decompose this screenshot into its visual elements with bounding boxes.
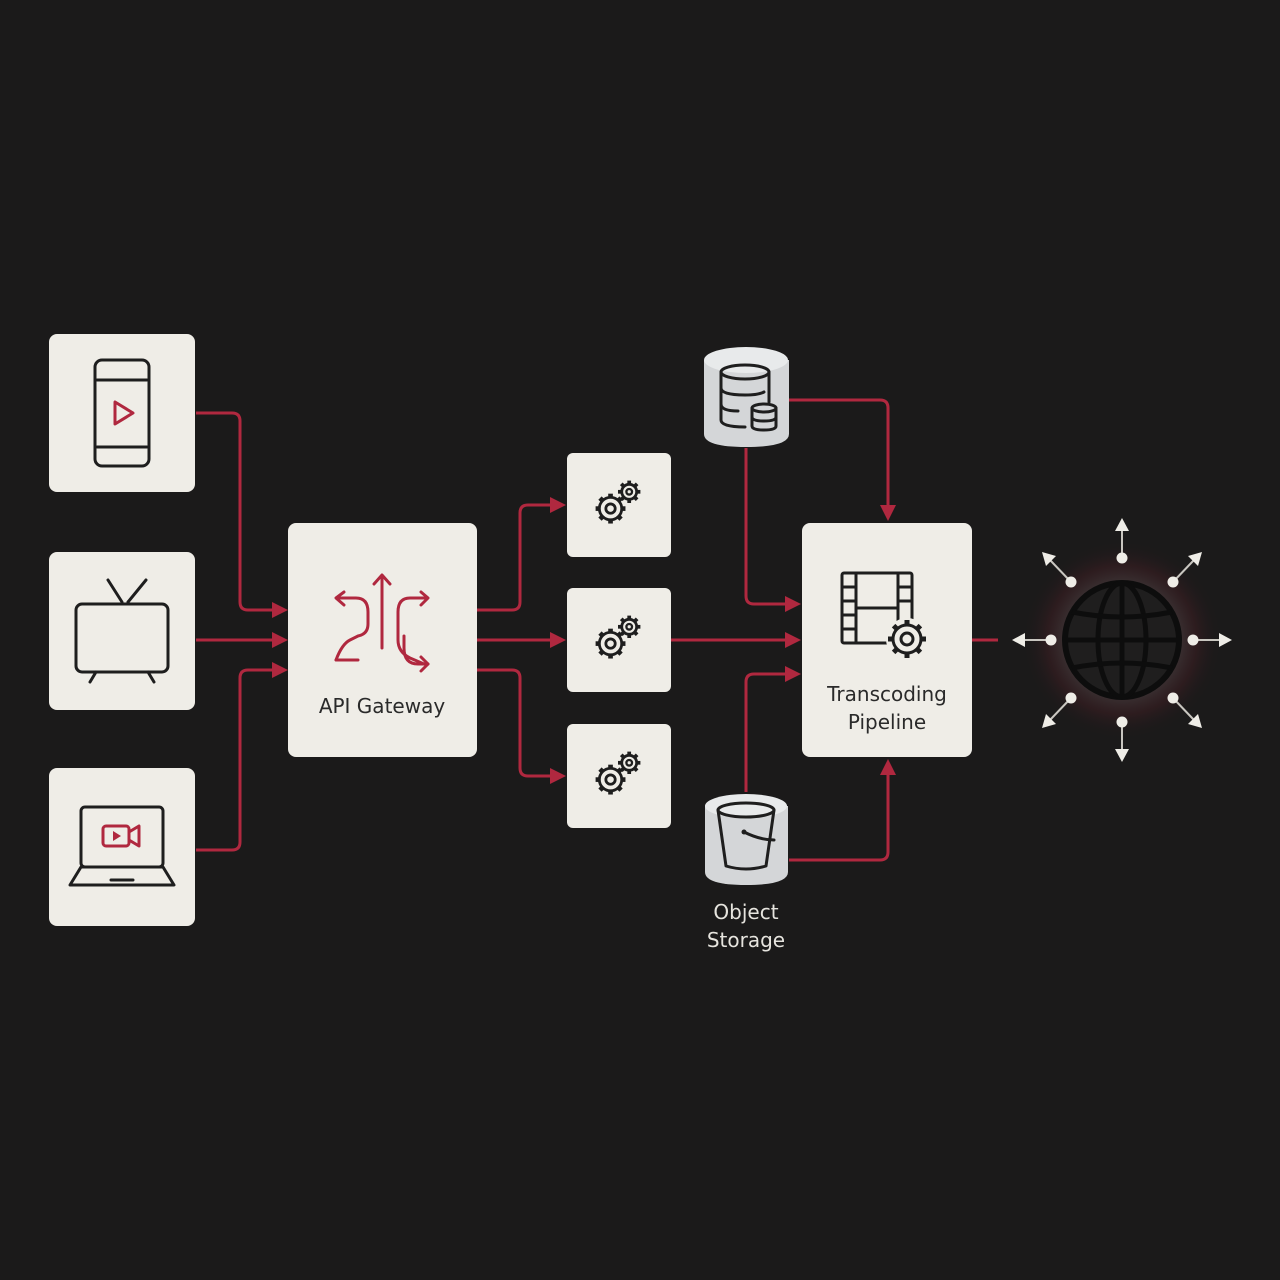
arrowhead bbox=[550, 497, 566, 513]
object-storage-label-line1: Object bbox=[713, 900, 778, 924]
routing-arrows-icon bbox=[334, 573, 430, 673]
arrowhead bbox=[550, 768, 566, 784]
connector-database-to-pipeline-left bbox=[744, 448, 785, 606]
globe-icon bbox=[1062, 580, 1182, 700]
service-node-1[interactable] bbox=[567, 453, 671, 557]
distribution-globe[interactable] bbox=[1012, 518, 1232, 762]
object-storage-node[interactable] bbox=[705, 794, 788, 885]
connector-database-to-pipeline-top bbox=[789, 398, 890, 505]
arrowhead bbox=[785, 596, 801, 612]
smartphone-play-icon bbox=[93, 358, 151, 468]
television-icon bbox=[74, 578, 170, 684]
database-icon bbox=[719, 363, 778, 432]
client-laptop[interactable] bbox=[49, 768, 195, 926]
service-node-3[interactable] bbox=[567, 724, 671, 828]
film-gear-icon bbox=[840, 571, 928, 660]
api-gateway-node[interactable]: API Gateway bbox=[288, 523, 477, 757]
arrowhead bbox=[785, 632, 801, 648]
arrowhead bbox=[550, 632, 566, 648]
arrowhead bbox=[272, 602, 288, 618]
connector-storage-to-pipeline-bottom bbox=[789, 775, 890, 862]
arrowhead bbox=[272, 632, 288, 648]
database-node[interactable] bbox=[704, 347, 789, 447]
bucket-icon bbox=[716, 801, 776, 871]
laptop-video-icon bbox=[68, 805, 176, 887]
connector-gateway-to-service-3 bbox=[477, 668, 550, 778]
connector-mobile-to-gateway bbox=[196, 411, 272, 612]
client-tv[interactable] bbox=[49, 552, 195, 710]
connector-gateway-to-service-1 bbox=[477, 503, 550, 612]
arrowhead bbox=[880, 759, 896, 775]
connector-storage-to-pipeline-left bbox=[744, 672, 785, 792]
connector-laptop-to-gateway bbox=[196, 668, 272, 852]
connectors bbox=[196, 398, 998, 862]
client-mobile[interactable] bbox=[49, 334, 195, 492]
transcoding-pipeline-node[interactable]: Transcoding Pipeline bbox=[802, 523, 972, 757]
service-node-2[interactable] bbox=[567, 588, 671, 692]
arrowhead bbox=[272, 662, 288, 678]
pipeline-label-line2: Pipeline bbox=[848, 710, 926, 734]
arrowhead bbox=[785, 666, 801, 682]
arrowhead bbox=[880, 505, 896, 521]
distribution-rays bbox=[1012, 518, 1232, 762]
api-gateway-label: API Gateway bbox=[319, 694, 446, 718]
pipeline-label-line1: Transcoding bbox=[826, 682, 947, 706]
object-storage-label-line2: Storage bbox=[707, 928, 785, 952]
